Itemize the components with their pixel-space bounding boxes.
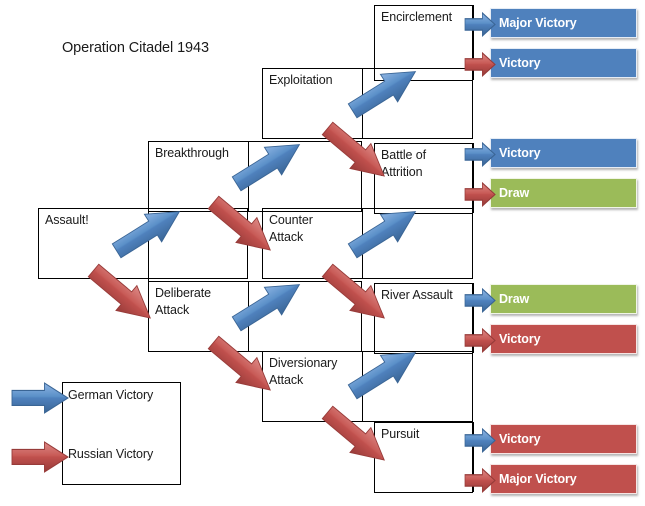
node-encirclement[interactable]: Encirclement: [374, 5, 473, 81]
result-label: Draw: [499, 292, 530, 306]
result-label: Victory: [499, 432, 541, 446]
node-exploitation-label: Exploitation: [269, 73, 333, 87]
node-assault[interactable]: Assault!: [38, 208, 248, 279]
node-diversionary-attack[interactable]: Diversionary Attack: [262, 351, 473, 422]
result-label: Draw: [499, 186, 530, 200]
result-bar-encirclement-victory[interactable]: Victory: [490, 48, 637, 78]
result-label: Victory: [499, 332, 541, 346]
node-pursuit[interactable]: Pursuit: [374, 422, 473, 493]
result-label: Victory: [499, 146, 541, 160]
node-river-assault[interactable]: River Assault: [374, 283, 473, 354]
legend-label-russian-victory: Russian Victory: [68, 447, 154, 461]
legend-label-german-victory: German Victory: [68, 388, 154, 402]
result-bar-river-victory[interactable]: Victory: [490, 324, 637, 354]
node-breakthrough-label: Breakthrough: [155, 146, 229, 160]
result-label: Victory: [499, 56, 541, 70]
result-label: Major Victory: [499, 16, 577, 30]
node-counter-attack[interactable]: Counter Attack: [262, 208, 473, 279]
node-deliberate-attack[interactable]: Deliberate Attack: [148, 281, 362, 352]
connector-attrition-right: [473, 143, 474, 213]
connector-pursuit-right: [473, 422, 474, 492]
node-pursuit-label: Pursuit: [381, 427, 420, 441]
node-counter-attack-label: Counter Attack: [269, 213, 313, 244]
node-assault-label: Assault!: [45, 213, 89, 227]
page-title: Operation Citadel 1943: [62, 40, 209, 56]
connector-river-right: [473, 283, 474, 353]
node-diversionary-attack-label: Diversionary Attack: [269, 356, 338, 387]
result-bar-attrition-victory[interactable]: Victory: [490, 138, 637, 168]
node-deliberate-attack-label: Deliberate Attack: [155, 286, 211, 317]
result-bar-pursuit-major-victory[interactable]: Major Victory: [490, 464, 637, 494]
arrow-russian-legend-icon: [11, 441, 69, 473]
node-breakthrough[interactable]: Breakthrough: [148, 141, 362, 212]
arrow-german-legend-icon: [11, 382, 69, 414]
node-river-assault-label: River Assault: [381, 288, 453, 302]
node-battle-of-attrition[interactable]: Battle of Attrition: [374, 143, 473, 214]
result-bar-pursuit-victory[interactable]: Victory: [490, 424, 637, 454]
result-label: Major Victory: [499, 472, 577, 486]
node-encirclement-label: Encirclement: [381, 10, 453, 24]
legend-box: [62, 382, 181, 485]
node-battle-of-attrition-label: Battle of Attrition: [381, 148, 426, 179]
result-bar-attrition-draw[interactable]: Draw: [490, 178, 637, 208]
result-bar-river-draw[interactable]: Draw: [490, 284, 637, 314]
connector-encirclement-right: [473, 5, 474, 80]
result-bar-encirclement-major-victory[interactable]: Major Victory: [490, 8, 637, 38]
